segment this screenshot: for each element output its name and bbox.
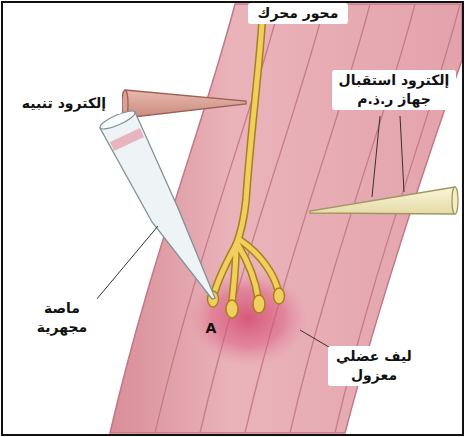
recording-electrode bbox=[310, 187, 458, 214]
part-label: إلكترود استقبال جهاز ر.ذ.م bbox=[332, 70, 456, 110]
leader-lines bbox=[96, 116, 404, 350]
part-label: ماصة مجهرية bbox=[26, 298, 98, 338]
part-label: A bbox=[200, 318, 222, 339]
micropipette bbox=[98, 108, 215, 299]
stimulating-electrode bbox=[122, 90, 246, 118]
part-label: إلكترود تنبيه bbox=[6, 93, 122, 114]
part-label: ليف عضلي معزول bbox=[328, 346, 420, 386]
fibril-lines bbox=[155, 4, 460, 433]
part-label: محور محرك bbox=[248, 3, 348, 24]
motor-axon bbox=[208, 24, 285, 318]
